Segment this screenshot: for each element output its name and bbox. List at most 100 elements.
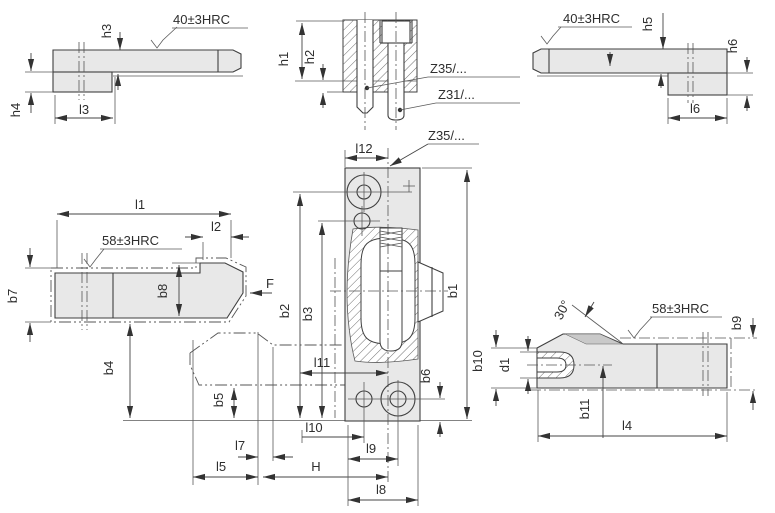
dimension-b5: b5 bbox=[211, 388, 238, 418]
annotation-hardness-left: 58±3HRC bbox=[83, 233, 182, 268]
dim-label-h2: h2 bbox=[302, 50, 317, 64]
dim-label-b2: b2 bbox=[277, 304, 292, 318]
dim-label-b11: b11 bbox=[577, 399, 592, 420]
dimension-l5: l5 bbox=[193, 459, 258, 481]
annotation-hardness-top-left: 40±3HRC bbox=[150, 12, 248, 49]
surface-mark-icon bbox=[540, 26, 562, 45]
dim-label-l9: l9 bbox=[366, 441, 376, 456]
dimension-l9: l9 bbox=[347, 425, 398, 506]
dimension-h5: h5 bbox=[606, 13, 667, 88]
dimension-b9: b9 bbox=[729, 316, 757, 410]
angle-label: 30° bbox=[551, 298, 573, 322]
dim-label-l2: l2 bbox=[211, 219, 221, 234]
dim-label-l10: l10 bbox=[305, 420, 322, 435]
dim-label-h4: h4 bbox=[8, 103, 23, 117]
dim-label-h5: h5 bbox=[640, 17, 655, 31]
surface-mark-icon bbox=[83, 248, 105, 268]
dim-label-l3: l3 bbox=[79, 102, 89, 117]
view-right-latch-side: 30° 58±3HRC b9 b10 d1 bbox=[470, 298, 757, 442]
dim-label-b6: b6 bbox=[418, 369, 433, 383]
dimension-l11: l11 bbox=[300, 355, 388, 377]
dimension-b7: b7 bbox=[5, 248, 51, 342]
dimension-l4: l4 bbox=[537, 390, 728, 442]
spring-pin bbox=[379, 227, 403, 352]
dimension-l2: l2 bbox=[185, 219, 249, 260]
annotation-z35-top: Z35/... bbox=[364, 61, 520, 91]
dimension-l8: l8 bbox=[348, 425, 419, 506]
strike-plate-bar bbox=[52, 49, 242, 73]
annotation-z31: Z31/... bbox=[397, 87, 520, 113]
spring-coils bbox=[379, 230, 403, 248]
dowel-pin bbox=[357, 20, 373, 113]
dimension-H: H bbox=[263, 459, 388, 481]
strike-plate-lip-right bbox=[667, 72, 728, 96]
dimension-b4: b4 bbox=[101, 324, 134, 418]
view-top-right-strike-plate: 40±3HRC h5 h6 l6 bbox=[532, 11, 753, 124]
dimension-b8: b8 bbox=[155, 262, 200, 316]
z31-label: Z31/... bbox=[438, 87, 475, 102]
dim-label-l8: l8 bbox=[376, 482, 386, 497]
z35-label: Z35/... bbox=[428, 128, 465, 143]
dim-label-l11: l11 bbox=[314, 355, 330, 370]
hardness-label: 58±3HRC bbox=[652, 301, 709, 316]
dim-label-b7: b7 bbox=[5, 289, 20, 303]
dimension-h3: h3 bbox=[99, 24, 124, 90]
force-label: F bbox=[266, 276, 274, 291]
dim-label-b3: b3 bbox=[300, 307, 315, 321]
dim-label-b5: b5 bbox=[211, 393, 226, 407]
dimension-b2: b2 bbox=[277, 194, 304, 418]
hardness-label: 58±3HRC bbox=[102, 233, 159, 248]
dimension-b11: b11 bbox=[577, 366, 607, 438]
dim-label-b4: b4 bbox=[101, 361, 116, 375]
strike-plate-bar-right bbox=[532, 48, 728, 74]
dim-label-l1: l1 bbox=[135, 197, 145, 212]
dim-label-l4: l4 bbox=[622, 418, 632, 433]
dimension-l3: l3 bbox=[54, 77, 116, 124]
z35-label: Z35/... bbox=[430, 61, 467, 76]
dim-label-l7: l7 bbox=[235, 438, 245, 453]
dim-label-H: H bbox=[311, 459, 320, 474]
latch-phantom-outline bbox=[50, 257, 247, 323]
dimension-b3: b3 bbox=[300, 223, 326, 418]
dim-label-h1: h1 bbox=[276, 52, 291, 66]
surface-mark-icon bbox=[150, 26, 178, 49]
view-top-left-strike-plate: h3 h4 l3 40±3HRC bbox=[8, 12, 248, 124]
surface-mark-icon bbox=[627, 316, 653, 339]
dimension-h1: h1 bbox=[276, 20, 343, 79]
view-center-housing-plate: l12 Z35/... b1 b2 b3 l11 bbox=[277, 128, 479, 506]
annotation-z35-mid: Z35/... bbox=[389, 128, 479, 167]
dimension-h4: h4 bbox=[8, 53, 53, 117]
dim-label-d1: d1 bbox=[497, 358, 512, 372]
dimension-l7: l7 bbox=[235, 438, 293, 461]
dimension-d1: d1 bbox=[497, 336, 537, 394]
latch-extended-phantom-bottom bbox=[189, 353, 345, 386]
dimension-b6: b6 bbox=[418, 369, 444, 437]
view-top-middle-section: h1 h2 Z35/... Z31/... bbox=[276, 12, 520, 130]
dim-label-l12: l12 bbox=[355, 141, 372, 156]
dim-label-b8: b8 bbox=[155, 284, 170, 298]
dim-label-b10: b10 bbox=[470, 350, 485, 372]
dim-label-l5: l5 bbox=[216, 459, 226, 474]
annotation-force-f: F bbox=[250, 276, 274, 297]
dimension-b1: b1 bbox=[422, 167, 472, 419]
hardness-label: 40±3HRC bbox=[563, 11, 620, 26]
annotation-hardness-top-right: 40±3HRC bbox=[540, 11, 632, 45]
view-left-latch-bolt: l1 l2 b8 b7 58±3HRC bbox=[5, 197, 472, 485]
dim-label-b9: b9 bbox=[729, 316, 744, 330]
latch-tip-front bbox=[417, 261, 444, 323]
annotation-hardness-right: 58±3HRC bbox=[627, 301, 722, 339]
dim-label-l6: l6 bbox=[690, 101, 700, 116]
dim-label-h6: h6 bbox=[725, 39, 740, 53]
strike-plate-lip bbox=[52, 71, 113, 93]
dimension-l10: l10 bbox=[301, 420, 364, 443]
dimension-l12: l12 bbox=[344, 141, 388, 167]
dim-label-b1: b1 bbox=[445, 284, 460, 298]
hardness-label: 40±3HRC bbox=[173, 12, 230, 27]
dim-label-h3: h3 bbox=[99, 24, 114, 38]
dimension-l6: l6 bbox=[667, 98, 728, 124]
chamfer-face bbox=[564, 333, 623, 345]
dimension-h6: h6 bbox=[725, 39, 753, 111]
dimension-h2: h2 bbox=[302, 50, 343, 108]
